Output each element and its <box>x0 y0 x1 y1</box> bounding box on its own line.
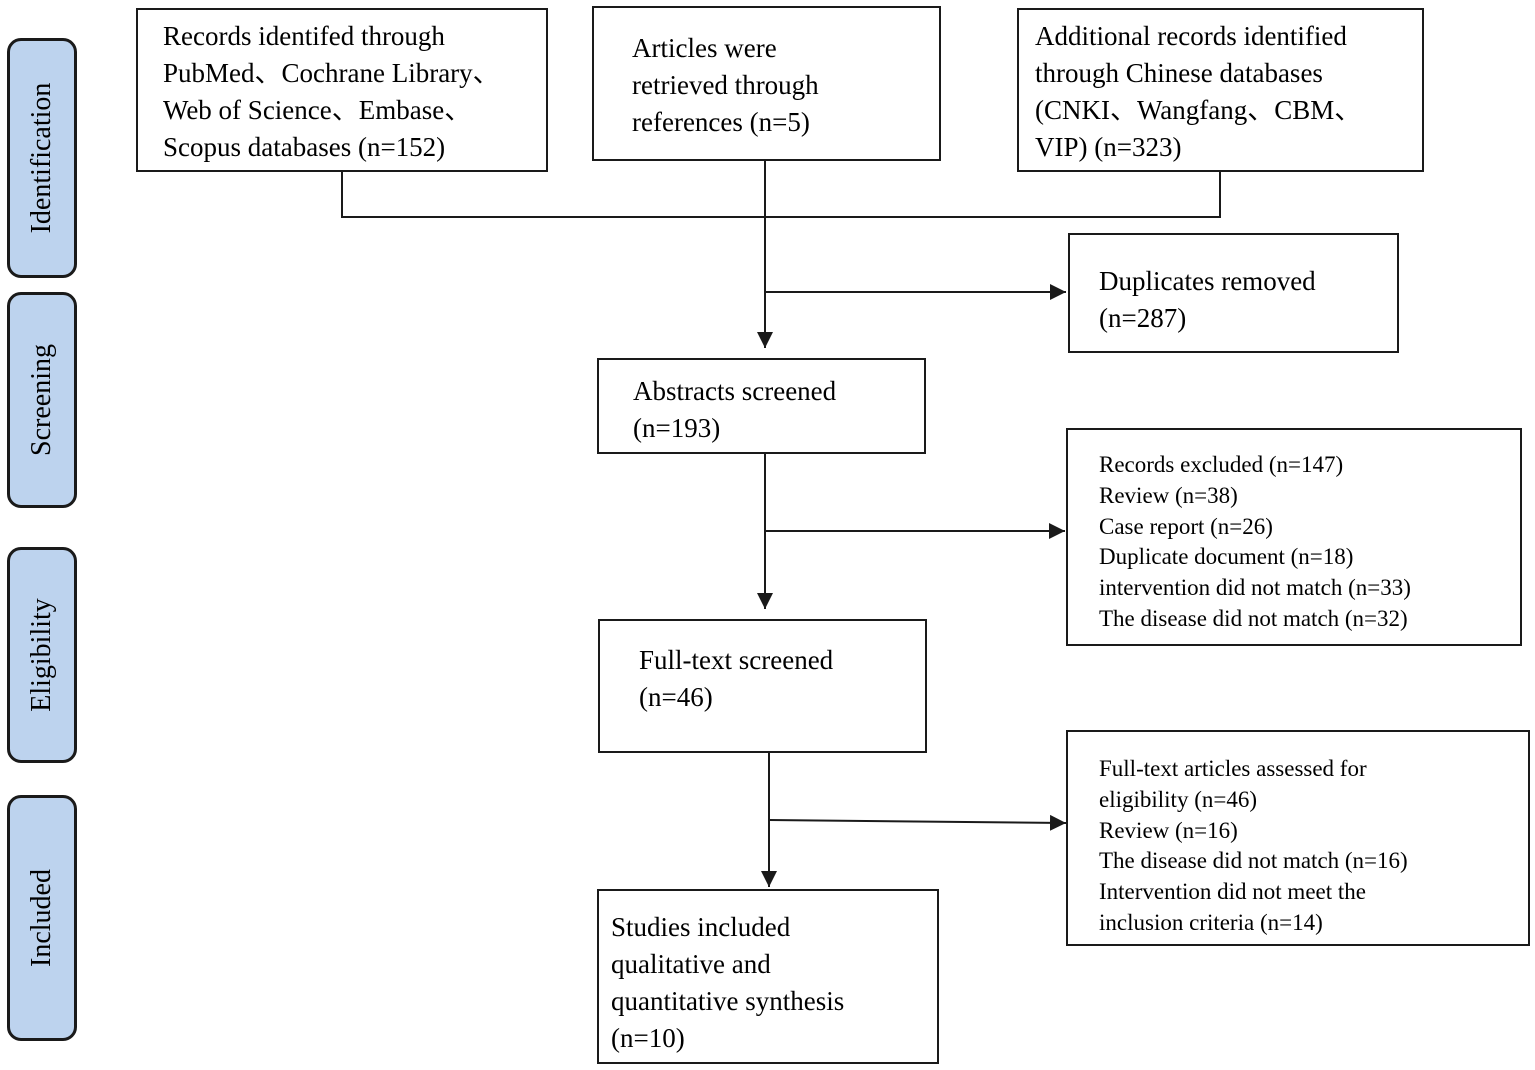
phase-identification-label: Identification <box>26 82 57 234</box>
box-abstracts-screened-text: Abstracts screened (n=193) <box>633 376 837 443</box>
phase-eligibility: Eligibility <box>7 547 77 763</box>
box-studies-included: Studies included qualitative and quantit… <box>597 889 939 1064</box>
phase-screening-label: Screening <box>26 344 57 456</box>
box-abstracts-screened: Abstracts screened (n=193) <box>597 358 926 454</box>
phase-screening: Screening <box>7 292 77 508</box>
box-reference-records: Articles were retrieved through referenc… <box>592 6 941 161</box>
box-fulltext-screened: Full-text screened (n=46) <box>598 619 927 753</box>
phase-eligibility-label: Eligibility <box>26 598 57 712</box>
phase-identification: Identification <box>7 38 77 278</box>
box-records-excluded-text: Records excluded (n=147) Review (n=38) C… <box>1099 452 1411 631</box>
box-fulltext-excluded: Full-text articles assessed for eligibil… <box>1066 730 1530 946</box>
box-fulltext-excluded-text: Full-text articles assessed for eligibil… <box>1099 756 1408 935</box>
box-fulltext-screened-text: Full-text screened (n=46) <box>639 645 834 712</box>
box-chinese-records: Additional records identified through Ch… <box>1017 8 1424 172</box>
box-records-excluded: Records excluded (n=147) Review (n=38) C… <box>1066 428 1522 646</box>
arrow-to-excluded2 <box>768 814 1067 831</box>
phase-included-label: Included <box>26 869 57 967</box>
merge-line <box>341 172 1221 218</box>
box-reference-records-text: Articles were retrieved through referenc… <box>632 33 819 137</box>
phase-included: Included <box>7 795 77 1041</box>
box-studies-included-text: Studies included qualitative and quantit… <box>611 912 845 1053</box>
box-database-records: Records identifed through PubMed、Cochran… <box>136 8 548 172</box>
box-duplicates-removed-text: Duplicates removed (n=287) <box>1099 266 1316 333</box>
box-chinese-records-text: Additional records identified through Ch… <box>1035 21 1362 162</box>
box-duplicates-removed: Duplicates removed (n=287) <box>1068 233 1399 353</box>
box-database-records-text: Records identifed through PubMed、Cochran… <box>163 21 500 162</box>
